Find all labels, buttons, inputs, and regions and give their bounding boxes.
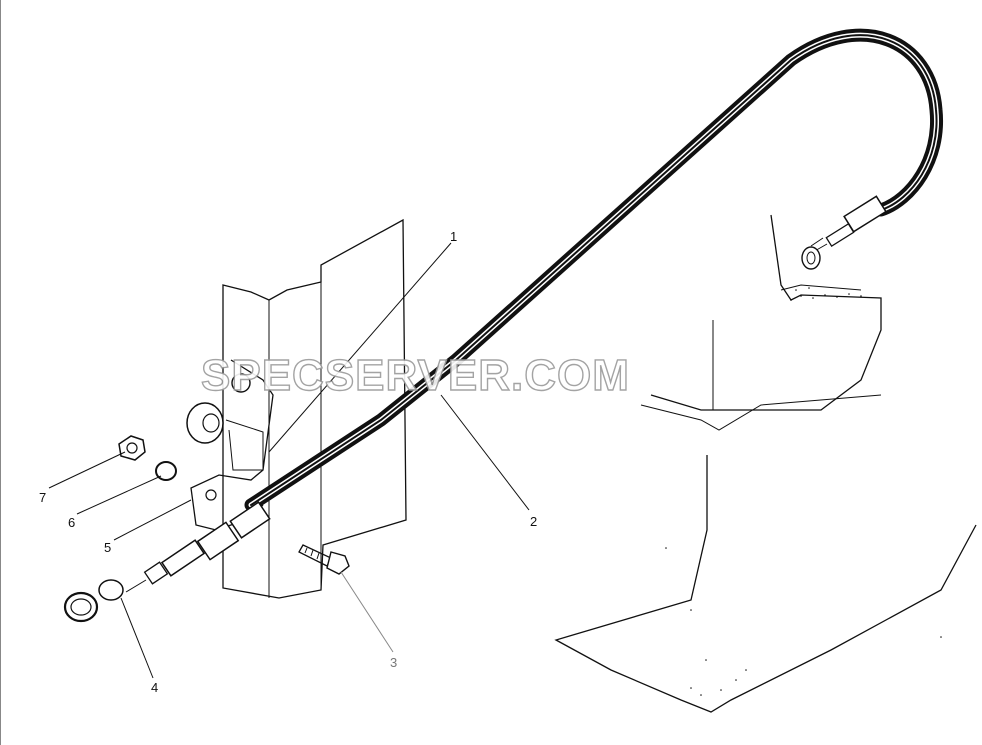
spring-washer xyxy=(155,461,177,481)
nut xyxy=(118,435,146,461)
cable-end-fitting xyxy=(801,195,887,270)
watermark-text: SPECSERVER.COM xyxy=(201,351,630,400)
housing-block xyxy=(554,214,977,713)
callout-7: 7 xyxy=(39,490,46,505)
cable-clamp xyxy=(125,501,271,593)
callout-2: 2 xyxy=(530,514,537,529)
callout-5: 5 xyxy=(104,540,111,555)
callouts: 1 2 3 4 5 6 7 xyxy=(39,229,537,695)
washer-large xyxy=(186,402,224,444)
cable xyxy=(244,28,944,512)
callout-3: 3 xyxy=(390,655,397,670)
pull-handle xyxy=(63,579,124,623)
bolt xyxy=(298,544,350,575)
callout-4: 4 xyxy=(151,680,158,695)
vertical-panel xyxy=(222,218,407,599)
callout-1: 1 xyxy=(450,229,457,244)
callout-6: 6 xyxy=(68,515,75,530)
leader-lines xyxy=(48,242,530,679)
